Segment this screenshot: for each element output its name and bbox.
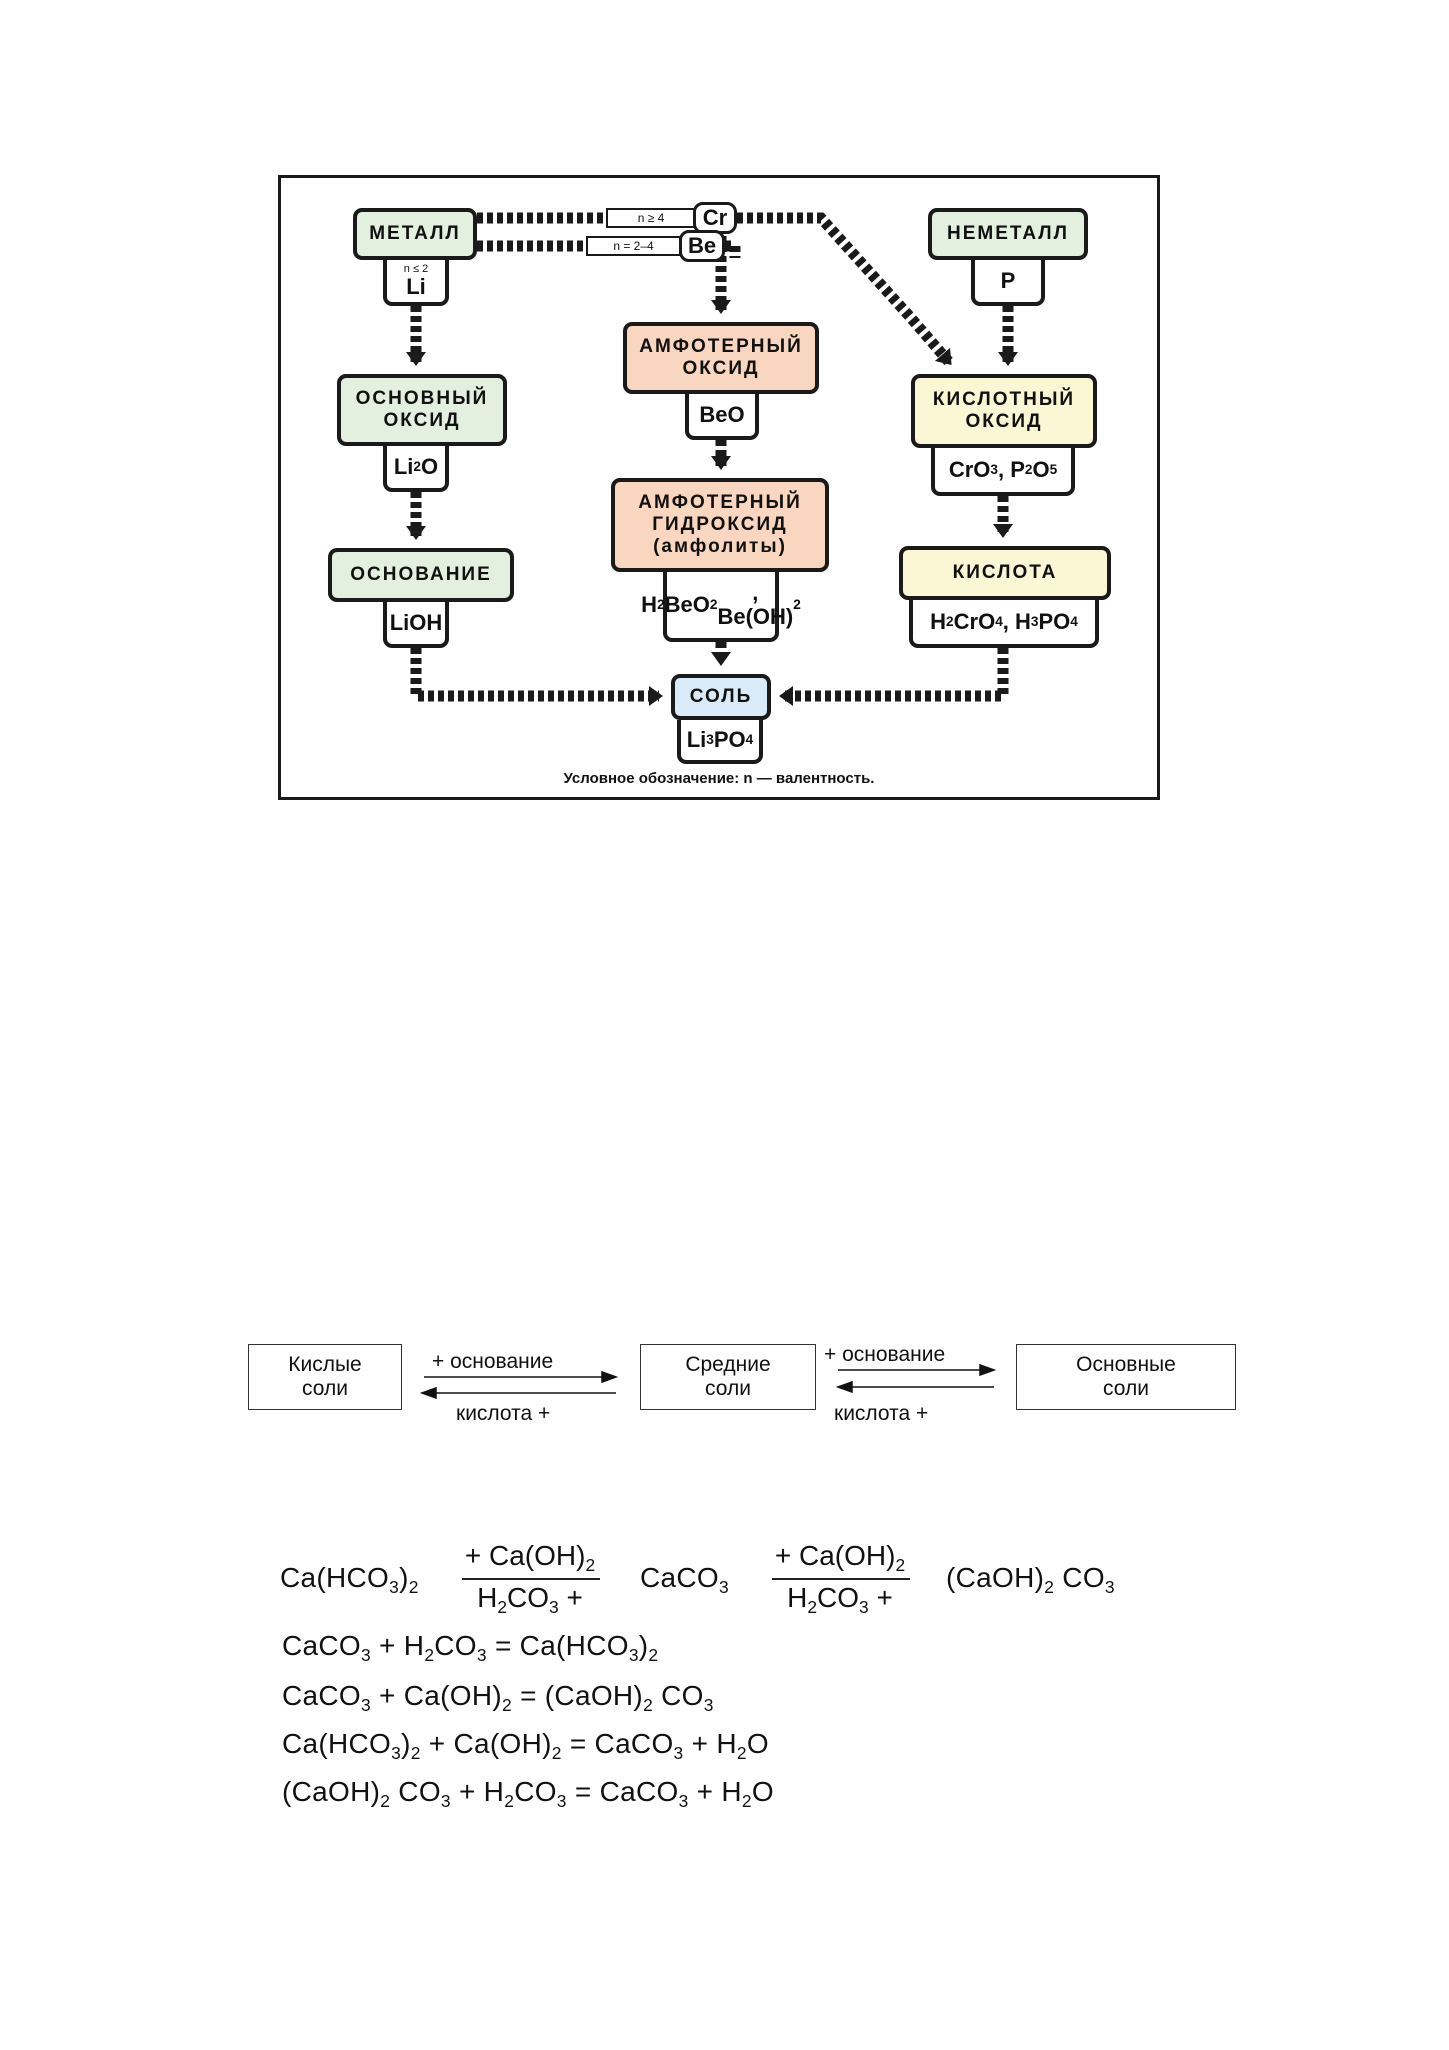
metal-example: n ≤ 2 Li	[383, 260, 449, 306]
base-to-salt-arrow-head	[649, 686, 663, 706]
arrowhead-right-1	[601, 1370, 619, 1384]
salt-node: СОЛЬ	[671, 674, 771, 720]
scheme-legend: Условное обозначение: n — валентность.	[563, 770, 875, 787]
chain-right-formula: (CaOH)2 CO3	[946, 1562, 1115, 1598]
basic-salts-box: Основные соли	[1016, 1344, 1236, 1410]
acid-node: КИСЛОТА	[899, 546, 1111, 600]
fraction-2-bottom: H2CO3 +	[787, 1582, 893, 1618]
metal-example-label: Li	[406, 274, 426, 299]
be-to-amphoteric-oxide-arrow-head	[711, 300, 731, 314]
scheme-arrows	[406, 212, 1018, 706]
base-to-salt-arrow	[410, 648, 659, 702]
equation-4: (CaOH)2 CO3 + H2CO3 = CaCO3 + H2O	[282, 1776, 774, 1812]
acidic-salts-box: Кислые соли	[248, 1344, 402, 1410]
nonmetal-node: НЕМЕТАЛЛ	[928, 208, 1088, 260]
cr-to-acidic-oxide-arrow-head	[934, 347, 952, 366]
basic-oxide-node: ОСНОВНЫЙ ОКСИД	[337, 374, 507, 446]
plus-base-label-1: + основание	[432, 1350, 554, 1373]
medium-salts-box: Средние соли	[640, 1344, 816, 1410]
amphoteric-oxide-node: АМФОТЕРНЫЙ ОКСИД	[623, 322, 819, 394]
be-node: Be	[679, 230, 725, 262]
ampho-oxide-to-hydroxide-arrow-head	[711, 456, 731, 470]
salt-arrows	[419, 1363, 997, 1400]
acid-plus-label-2: кислота +	[834, 1402, 929, 1425]
arrowhead-right-2	[979, 1363, 997, 1377]
plus-base-label-2: + основание	[824, 1343, 946, 1366]
chain-middle-formula: CaCO3	[640, 1562, 729, 1598]
nonmetal-to-acidic-oxide-arrow-head	[998, 352, 1018, 366]
basic-oxide-to-base-arrow-head	[406, 526, 426, 540]
fraction-1-line	[462, 1578, 600, 1580]
acidic-oxide-node: КИСЛОТНЫЙ ОКСИД	[911, 374, 1097, 448]
metal-valence: n ≤ 2	[403, 263, 429, 275]
nonmetal-example: P	[971, 260, 1045, 306]
arrowhead-left-1	[419, 1386, 437, 1400]
amphoteric-hydroxide-node: АМФОТЕРНЫЙ ГИДРОКСИД (амфолиты)	[611, 478, 829, 572]
acid-to-salt-arrow	[783, 648, 1009, 702]
ampho-hydroxide-to-salt-arrow-head	[711, 652, 731, 666]
fraction-1-bottom: H2CO3 +	[477, 1582, 583, 1618]
metal-node: МЕТАЛЛ	[353, 208, 477, 260]
base-example: LiOH	[383, 602, 449, 648]
equation-2: CaCO3 + Ca(OH)2 = (CaOH)2 CO3	[282, 1680, 714, 1716]
arrowhead-left-2	[835, 1380, 853, 1394]
metal-to-basic-oxide-arrow-head	[406, 352, 426, 366]
chain-left-formula: Ca(HCO3)2	[280, 1562, 419, 1598]
equation-1: CaCO3 + H2CO3 = Ca(HCO3)2	[282, 1630, 659, 1666]
base-node: ОСНОВАНИЕ	[328, 548, 514, 602]
acidic-oxide-to-acid-arrow-head	[993, 524, 1013, 538]
fraction-1-top: + Ca(OH)2	[464, 1540, 596, 1576]
amphoteric-oxide-example: BeO	[685, 394, 759, 440]
equation-3: Ca(HCO3)2 + Ca(OH)2 = CaCO3 + H2O	[282, 1728, 769, 1764]
acid-to-salt-arrow-head	[779, 686, 793, 706]
fraction-2-top: + Ca(OH)2	[774, 1540, 906, 1576]
acid-plus-label-1: кислота +	[456, 1402, 551, 1425]
cr-node: Cr	[693, 202, 737, 234]
be-valence-tag: n = 2–4	[586, 236, 681, 256]
fraction-2-line	[772, 1578, 910, 1580]
cr-to-acidic-oxide-arrow	[737, 212, 954, 366]
be-connector	[725, 240, 741, 258]
